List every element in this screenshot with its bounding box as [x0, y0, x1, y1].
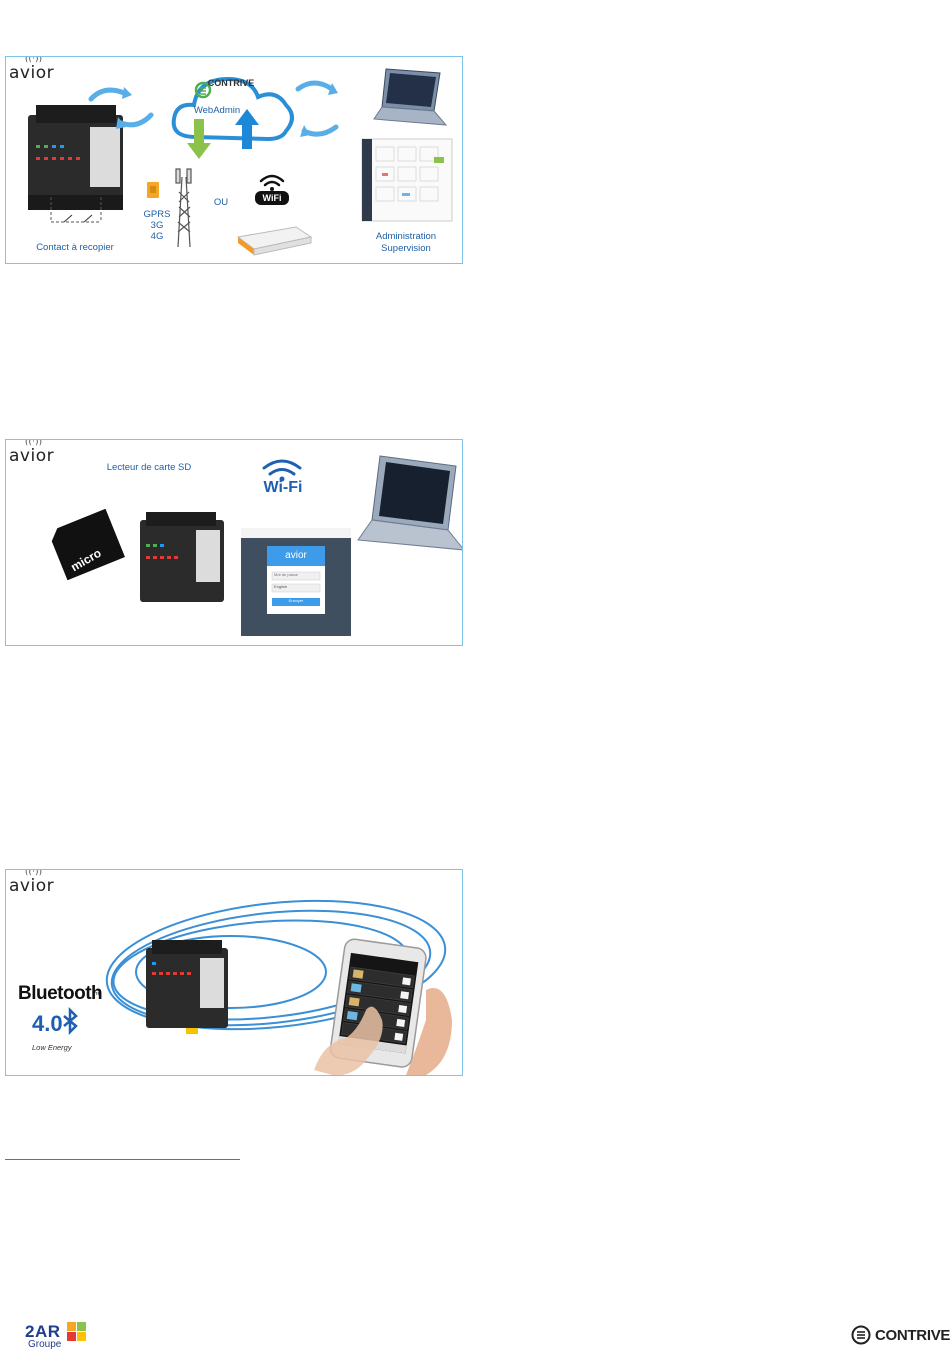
avior-device-image [146, 940, 228, 1034]
bluetooth-subtitle: Low Energy [32, 1042, 92, 1053]
supervision-label: Supervision [358, 243, 454, 255]
or-label: OU [206, 197, 236, 209]
login-field-language: English [274, 584, 320, 590]
micro-sd-card-icon [48, 509, 125, 580]
wifi-badge: WiFi [255, 192, 289, 204]
antenna-tower-icon [176, 169, 191, 247]
contrive-footer-logo: CONTRIVE [851, 1325, 950, 1345]
2ar-logo-squares-icon [67, 1322, 87, 1342]
laptop-icon [358, 456, 463, 550]
contrive-logo: CONTRIVE [196, 78, 266, 89]
network-label-4g: 4G [137, 231, 177, 243]
bluetooth-tm: ™ [92, 990, 104, 1001]
contact-label: Contact à recopier [20, 242, 130, 254]
panel2-graphics [6, 440, 463, 646]
diagram-bluetooth: ((·)) avior [5, 869, 463, 1076]
router-icon [238, 227, 311, 255]
wifi-icon [261, 176, 283, 185]
contrive-logo-icon [851, 1325, 871, 1345]
login-screenshot [241, 528, 351, 636]
diagram-sd-wifi: ((·)) avior Lecteur de carte SD [5, 439, 463, 646]
avior-device-image [140, 512, 224, 602]
2ar-groupe-logo: 2AR Groupe [25, 1322, 61, 1342]
login-field-password: Mot de passe [274, 572, 320, 578]
wifi-icon [264, 461, 300, 474]
diagram-webadmin: ((·)) avior [5, 56, 463, 264]
admin-label: Administration [358, 231, 454, 243]
footnote-divider [5, 1159, 240, 1160]
bluetooth-version: 4.0 [32, 1011, 66, 1037]
login-submit-button: Envoyer [272, 598, 320, 604]
contrive-logo-text: CONTRIVE [875, 1327, 950, 1344]
laptop-icon [374, 69, 446, 125]
login-brand: avior [267, 550, 325, 562]
admin-screenshot [362, 139, 452, 221]
2ar-logo-subtext: Groupe [28, 1339, 61, 1350]
wifi-label: Wi-Fi [253, 482, 313, 494]
webadmin-label: WebAdmin [182, 105, 252, 117]
